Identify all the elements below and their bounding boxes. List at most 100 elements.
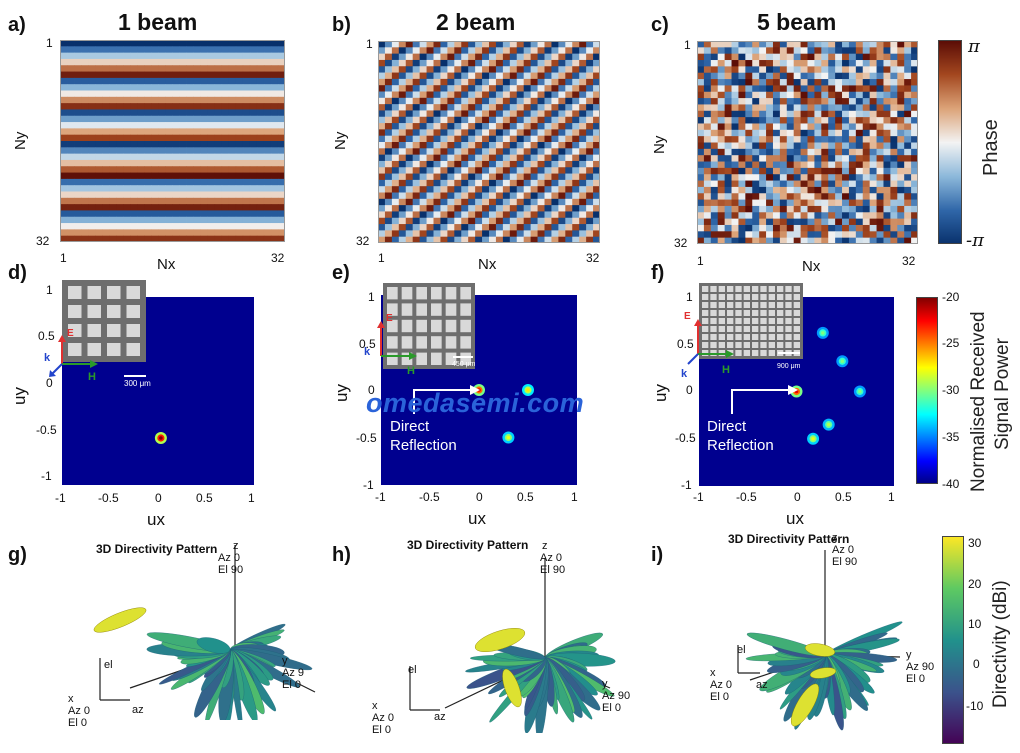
phase-cell (95, 223, 103, 230)
phase-cell (821, 41, 829, 48)
phase-cell (779, 91, 788, 99)
phase-cell (766, 85, 774, 93)
phase-cell (207, 77, 216, 85)
phase-cell (440, 198, 448, 206)
phase-cell (537, 160, 545, 168)
phase-cell (752, 60, 760, 67)
colorbar-slice (938, 144, 962, 146)
phase-cell (391, 179, 400, 187)
phase-cell (710, 117, 719, 124)
phase-cell (890, 142, 898, 150)
colorbar-slice (916, 447, 938, 449)
phase-cell (242, 235, 251, 242)
phase-cell (433, 135, 441, 143)
inset-patch (785, 318, 792, 324)
nx-tick-32-c: 32 (902, 254, 916, 268)
phase-cell (786, 186, 795, 194)
phase-cell (60, 147, 68, 155)
phase-cell (842, 155, 850, 162)
phase-cell (710, 231, 719, 239)
phase-cell (523, 167, 532, 174)
phase-cell (786, 167, 795, 175)
phase-cell (123, 122, 131, 129)
phase-cell (572, 59, 580, 67)
phase-cell (88, 84, 96, 91)
colorbar-slice (938, 146, 962, 148)
inset-patch (718, 302, 725, 308)
phase-cell (572, 211, 580, 219)
phase-cell (883, 199, 891, 207)
colorbar-slice (938, 118, 962, 120)
colorbar-slice (916, 390, 938, 392)
phase-cell (475, 41, 483, 48)
colorbar-slice (916, 351, 938, 353)
phase-cell (904, 98, 912, 105)
phase-cell (772, 85, 781, 93)
inset-patch (785, 326, 792, 332)
colorbar-slice (942, 706, 964, 708)
colorbar-slice (942, 699, 964, 701)
phase-cell (593, 205, 600, 212)
phase-cell (697, 53, 705, 61)
phase-cell (378, 129, 386, 137)
phase-cell (475, 211, 483, 219)
phase-cell (242, 204, 251, 211)
phase-cell (890, 237, 898, 244)
phase-cell (249, 216, 258, 224)
phase-cell (391, 110, 400, 118)
phase-cell (745, 136, 753, 143)
phase-cell (391, 167, 400, 174)
colorbar-slice (942, 587, 964, 589)
phase-cell (433, 205, 441, 212)
phase-cell (814, 60, 822, 67)
phase-cell (793, 66, 801, 74)
colorbar-slice (942, 701, 964, 703)
phase-cell (179, 58, 187, 66)
phase-cell (489, 66, 497, 73)
phase-cell (710, 161, 719, 169)
colorbar-slice (916, 328, 938, 330)
phase-cell (81, 77, 89, 85)
phase-cell (495, 148, 504, 156)
phase-cell (697, 180, 705, 188)
phase-cell (193, 90, 202, 98)
phase-cell (95, 90, 103, 98)
panel-label-e: e) (332, 262, 350, 284)
colorbar-slice (942, 599, 964, 601)
phase-cell (461, 179, 469, 187)
colorbar-slice (942, 724, 964, 726)
phase-cell (158, 58, 166, 66)
colorbar-slice (942, 704, 964, 706)
phase-cell (412, 160, 421, 168)
phase-cell (717, 199, 726, 207)
phase-cell (807, 167, 815, 175)
colorbar-slice (916, 339, 938, 341)
phase-cell (447, 186, 455, 193)
phase-cell (214, 197, 223, 205)
phase-cell (277, 185, 285, 192)
phase-cell (123, 52, 131, 60)
inset-patch (68, 286, 82, 299)
phase-cell (703, 129, 712, 137)
colorbar-slice (942, 547, 964, 549)
phase-cell (81, 166, 89, 173)
phase-cell (419, 205, 427, 212)
phase-cell (102, 115, 110, 123)
colorbar-slice (938, 191, 962, 193)
phase-cell (869, 104, 877, 112)
phase-cell (221, 90, 230, 98)
phase-cell (475, 53, 483, 61)
colorbar-slice (942, 676, 964, 678)
colorbar-slice (938, 231, 962, 233)
phase-cell (221, 185, 230, 192)
colorbar-slice (942, 703, 964, 705)
phase-cell (800, 142, 808, 150)
colorbar-slice (916, 380, 938, 382)
phase-cell (419, 97, 427, 105)
phase-cell (447, 167, 455, 174)
phase-cell (766, 218, 774, 226)
phase-cell (214, 84, 223, 91)
phase-cell (530, 129, 538, 137)
phase-cell (221, 65, 230, 72)
phase-cell (911, 212, 918, 220)
